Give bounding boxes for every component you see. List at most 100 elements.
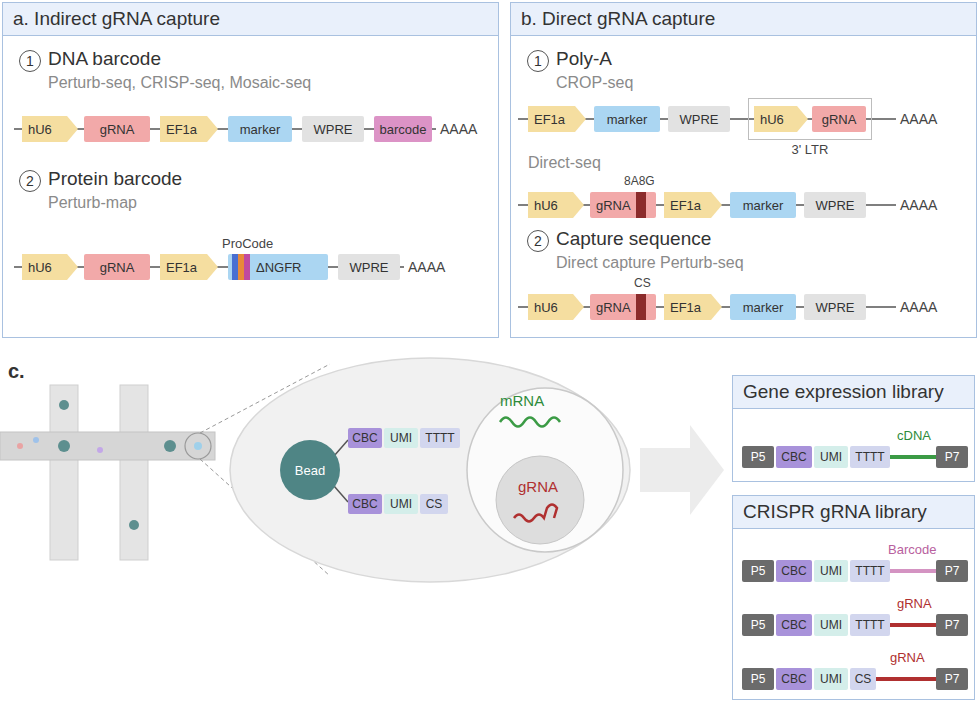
element-label: P5 (751, 672, 766, 686)
bead-circle: Bead (280, 440, 340, 500)
text-label: Barcode (888, 542, 936, 557)
element-label: gRNA (822, 112, 857, 127)
grna-element: gRNA (590, 192, 656, 218)
promoter-arrow-fill (160, 116, 218, 142)
adapter-segment: P7 (936, 668, 968, 690)
element-label: TTTT (855, 618, 884, 632)
procode-stripe (244, 254, 250, 280)
element-label: hU6 (760, 112, 784, 127)
grna-element: gRNA (84, 254, 150, 280)
step-number-circle: 1 (527, 50, 549, 72)
element-label: EF1a (166, 260, 197, 275)
element-label: TTTT (425, 431, 454, 445)
marker-element: marker (730, 192, 796, 218)
text-label: Direct capture Perturb-seq (556, 254, 744, 272)
marker-element: marker (228, 116, 292, 142)
panel-heading: a. Indirect gRNA capture (3, 3, 498, 36)
label-slot: Capture sequence (556, 228, 711, 250)
element-label: P7 (945, 672, 960, 686)
promoter-arrow-fill (160, 254, 218, 280)
grna-insert (876, 677, 936, 681)
grna-element: gRNA (84, 116, 150, 142)
promoter-arrow-fill (754, 106, 808, 132)
text-label: Perturb-map (48, 194, 137, 212)
capture-segment: TTTT (850, 446, 890, 468)
text-label: Direct-seq (528, 154, 601, 172)
wpre-element: WPRE (804, 192, 866, 218)
element-label: CBC (781, 450, 806, 464)
channel (120, 385, 148, 560)
text-label: 8A8G (624, 174, 655, 188)
droplet-zoom (230, 358, 630, 582)
modified-stem-mark (636, 192, 646, 218)
element-label: UMI (390, 497, 412, 511)
label-slot: ProCode (222, 236, 273, 251)
capture-segment: TTTT (850, 614, 890, 636)
element-label: UMI (390, 431, 412, 445)
adapter-segment: P7 (936, 614, 968, 636)
cbc-segment: CBC (348, 494, 382, 514)
text-label: AAAA (900, 299, 937, 315)
text-label: Capture sequence (556, 228, 711, 250)
label-slot: AAAA (440, 121, 477, 137)
element-label: WPRE (350, 260, 389, 275)
promoter-arrow: EF1a (528, 106, 586, 132)
element-label: UMI (820, 564, 842, 578)
element-label: WPRE (816, 300, 855, 315)
element-label: gRNA (596, 300, 631, 315)
cell-dot (194, 442, 202, 450)
wpre-element: WPRE (338, 254, 400, 280)
text-label: Poly-A (556, 48, 612, 70)
panel-box: P5CBCUMITTTTP7P5CBCUMITTTTP7P5CBCUMICSP7… (732, 495, 975, 700)
element-label: UMI (820, 450, 842, 464)
element-label: TTTT (855, 564, 884, 578)
label-slot: CS (634, 276, 651, 290)
text-label: AAAA (408, 259, 445, 275)
label-slot: Direct-seq (528, 154, 601, 172)
adapter-segment: P5 (742, 614, 774, 636)
cdna-insert (890, 455, 936, 459)
adapter-segment: P7 (936, 446, 968, 468)
label-slot: Protein barcode (48, 168, 182, 190)
backbone-lines (14, 119, 896, 307)
wpre-element: WPRE (302, 116, 364, 142)
text-label: DNA barcode (48, 48, 161, 70)
text-label: ProCode (222, 236, 273, 251)
label-slot: CROP-seq (556, 74, 633, 92)
label-slot: AAAA (408, 259, 445, 275)
promoter-arrow-fill (528, 106, 586, 132)
wpre-element: WPRE (668, 106, 730, 132)
umi-segment: UMI (814, 614, 848, 636)
step-number-circle: 1 (19, 50, 41, 72)
bead-dot (58, 440, 70, 452)
element-label: gRNA (100, 122, 135, 137)
label-slot: cDNA (897, 428, 931, 443)
element-label: P5 (751, 618, 766, 632)
grna-squiggle (514, 505, 557, 522)
cbc-segment: CBC (348, 428, 382, 448)
capture-segment: CS (420, 494, 448, 514)
element-label: hU6 (28, 260, 52, 275)
label-slot: Perturb-map (48, 194, 137, 212)
element-label: marker (743, 198, 783, 213)
element-label: 1 (534, 53, 542, 69)
text-label: cDNA (897, 428, 931, 443)
text-label: CS (634, 276, 651, 290)
panel-box: P5CBCUMITTTTP7Gene expression library (732, 375, 975, 482)
text-label: gRNA (518, 478, 558, 495)
adapter-segment: P5 (742, 446, 774, 468)
cell-dot (17, 443, 23, 449)
text-label: mRNA (500, 392, 544, 409)
text-label: c. (8, 360, 25, 383)
ltr-box: hU6gRNA3' LTR (748, 98, 872, 160)
cbc-segment: CBC (776, 668, 812, 690)
grna-insert (890, 623, 936, 627)
text-label: Protein barcode (48, 168, 182, 190)
bead-dot (129, 520, 139, 530)
element-label: TTTT (855, 450, 884, 464)
adapter-segment: P5 (742, 560, 774, 582)
element-label: EF1a (670, 300, 701, 315)
promoter-arrow: hU6 (528, 294, 584, 320)
droplet (185, 433, 211, 459)
promoter-arrow-fill (528, 192, 584, 218)
